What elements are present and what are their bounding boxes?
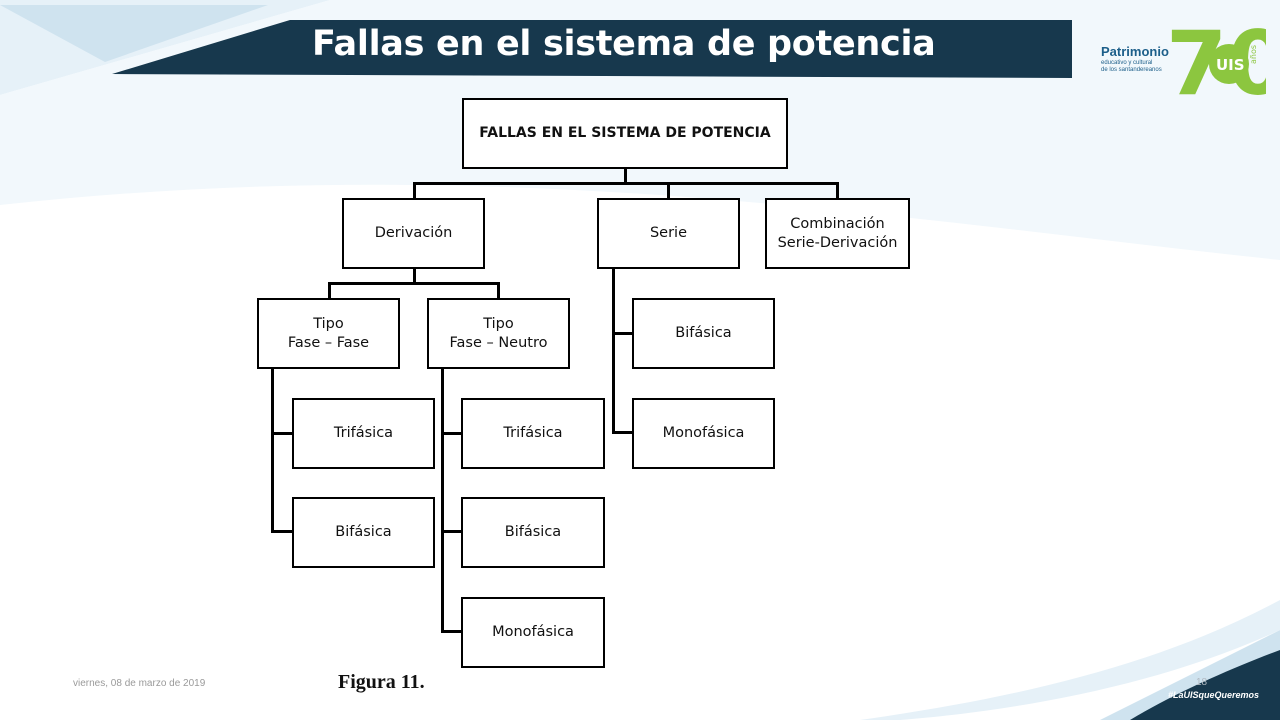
connector-to-fase-neutro: [497, 282, 500, 299]
connector-fase-neutro-trifasica: [441, 432, 463, 435]
logo-subtitle-line-2: de los santandereanos: [1101, 66, 1162, 73]
node-root: FALLAS EN EL SISTEMA DE POTENCIA: [462, 98, 788, 169]
connector-derivacion-bar: [328, 282, 499, 285]
connector-to-fase-fase: [328, 282, 331, 299]
node-tipo-fase-fase: Tipo Fase – Fase: [257, 298, 400, 369]
logo-badge-circle: [1209, 44, 1249, 84]
connector-fase-fase-spine: [271, 368, 274, 533]
logo-subtitle-line-1: educativo y cultural: [1101, 60, 1153, 66]
node-derivacion: Derivación: [342, 198, 485, 269]
node-fase-neutro-line-2: Fase – Neutro: [449, 334, 548, 351]
node-fase-neutro-trifasica: Trifásica: [461, 398, 605, 469]
connector-root-down: [624, 168, 627, 184]
node-combinacion-line-1: Combinación: [790, 215, 885, 232]
top-left-stripe: [0, 5, 268, 62]
bottom-wave: [860, 600, 1280, 720]
connector-to-serie: [667, 182, 670, 199]
page-number: 18: [1196, 677, 1208, 688]
connector-fase-neutro-monofasica: [441, 630, 463, 633]
connector-fase-neutro-spine: [441, 368, 444, 633]
slide-title: Fallas en el sistema de potencia: [312, 24, 936, 64]
node-tipo-fase-neutro: Tipo Fase – Neutro: [427, 298, 570, 369]
hashtag-text: #LaUISqueQueremos: [1168, 690, 1260, 700]
connector-to-derivacion: [413, 182, 416, 199]
connector-fase-fase-trifasica: [271, 432, 293, 435]
node-fase-neutro-line-1: Tipo: [483, 315, 514, 332]
footer-date: viernes, 08 de marzo de 2019: [73, 678, 206, 689]
connector-fase-fase-bifasica: [271, 530, 293, 533]
connector-level1-bar: [413, 182, 839, 185]
logo-badge-text: UIS: [1216, 56, 1245, 74]
logo-patrimonio-text: Patrimonio: [1101, 44, 1169, 59]
node-serie-monofasica: Monofásica: [632, 398, 775, 469]
connector-to-combinacion: [836, 182, 839, 199]
connector-serie-bifasica: [612, 332, 634, 335]
node-serie-bifasica: Bifásica: [632, 298, 775, 369]
connector-fase-neutro-bifasica: [441, 530, 463, 533]
connector-derivacion-down: [413, 268, 416, 284]
logo-subtitle: educativo y cultural de los santanderean…: [1101, 60, 1173, 74]
node-fase-fase-trifasica: Trifásica: [292, 398, 435, 469]
node-serie: Serie: [597, 198, 740, 269]
uis-70-anniversary-logo: 70 UIS años: [1166, 14, 1266, 102]
figure-caption: Figura 11.: [338, 671, 425, 693]
connector-serie-spine: [612, 268, 615, 434]
node-fase-fase-bifasica: Bifásica: [292, 497, 435, 568]
node-fase-fase-line-2: Fase – Fase: [287, 334, 370, 351]
title-band: [112, 20, 1072, 78]
node-fase-neutro-bifasica: Bifásica: [461, 497, 605, 568]
connector-serie-monofasica: [612, 431, 634, 434]
bottom-right-swoosh: [1130, 650, 1280, 720]
node-fase-fase-line-1: Tipo: [313, 315, 344, 332]
logo-years-text: años: [1249, 45, 1258, 64]
node-combinacion-line-2: Serie-Derivación: [777, 234, 898, 251]
node-combinacion: Combinación Serie-Derivación: [765, 198, 910, 269]
node-fase-neutro-monofasica: Monofásica: [461, 597, 605, 668]
